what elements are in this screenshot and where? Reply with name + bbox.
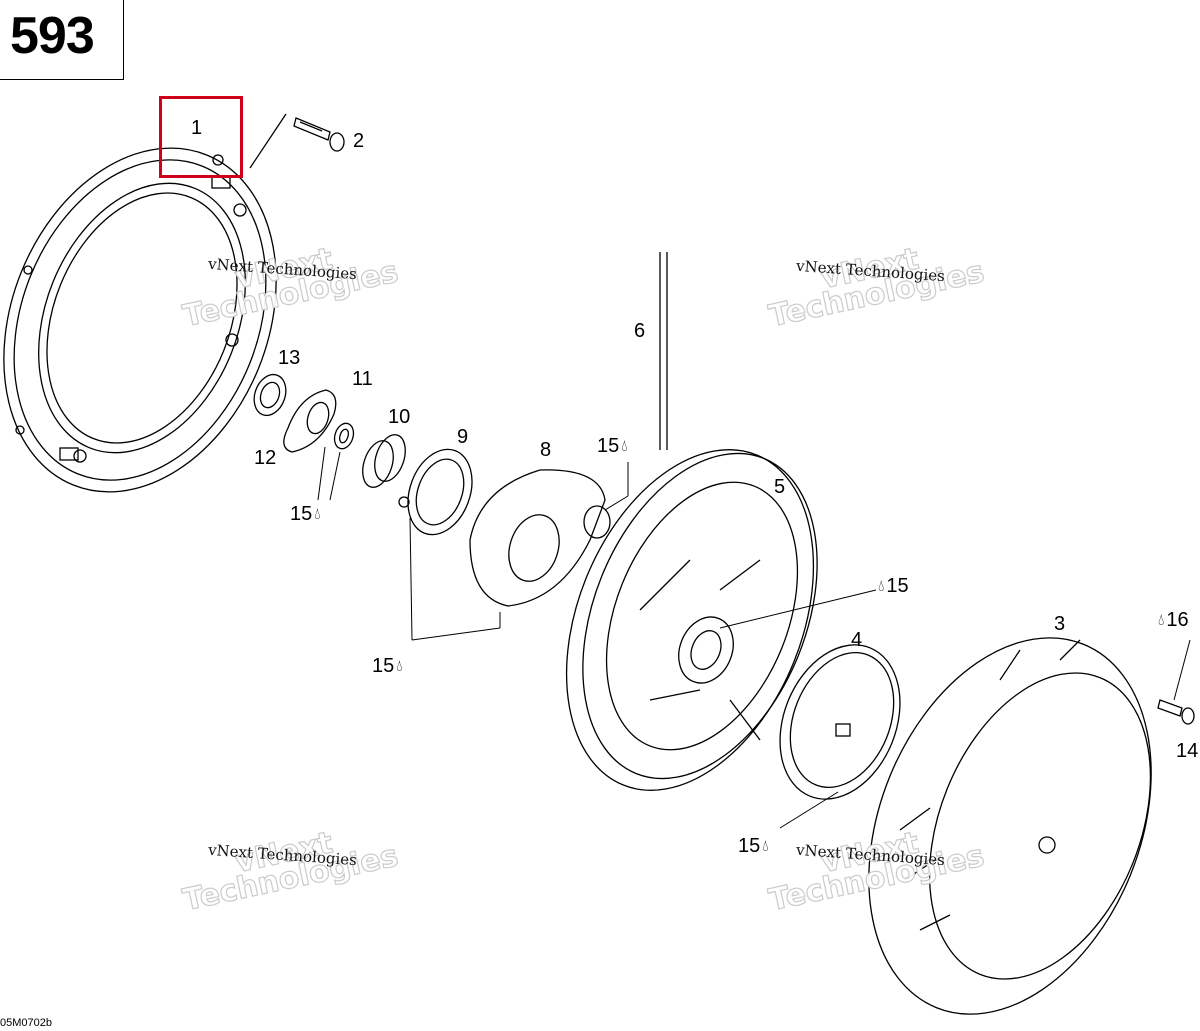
callout-14[interactable]: 14 bbox=[1176, 740, 1199, 762]
oil-drop-icon: 💧︎ bbox=[878, 577, 885, 595]
oil-drop-icon: 💧︎ bbox=[314, 505, 321, 523]
callout-16-text: 16 bbox=[1166, 609, 1189, 631]
part-6-rope bbox=[659, 252, 668, 450]
part-8-pawl bbox=[469, 469, 611, 607]
leader-lines bbox=[317, 446, 1191, 829]
callout-15-c[interactable]: 15💧︎ bbox=[372, 656, 405, 676]
callout-15-a[interactable]: 15💧︎ bbox=[290, 504, 323, 524]
oil-drop-icon: 💧︎ bbox=[396, 657, 403, 675]
part-14-bolt bbox=[1157, 699, 1195, 725]
highlight-box-part-1 bbox=[159, 96, 243, 178]
callout-1[interactable]: 1 bbox=[191, 117, 203, 139]
callout-15-b[interactable]: 15💧︎ bbox=[597, 436, 630, 456]
callout-15-d[interactable]: 💧︎15 bbox=[876, 576, 909, 596]
callout-3[interactable]: 3 bbox=[1054, 613, 1066, 635]
callout-4[interactable]: 4 bbox=[851, 629, 863, 651]
callout-6[interactable]: 6 bbox=[634, 320, 646, 342]
page-number: 593 bbox=[10, 7, 95, 65]
callout-8[interactable]: 8 bbox=[540, 439, 552, 461]
callout-5[interactable]: 5 bbox=[774, 476, 786, 498]
drawing-code: 05M0702b bbox=[0, 1017, 52, 1029]
part-5-pulley bbox=[565, 449, 818, 791]
parts-13-12-11 bbox=[253, 373, 355, 453]
part-1-housing bbox=[3, 147, 277, 493]
callout-2[interactable]: 2 bbox=[353, 130, 365, 152]
oil-drop-icon: 💧︎ bbox=[621, 437, 628, 455]
callout-15-e-text: 15 bbox=[738, 835, 761, 857]
callout-15-a-text: 15 bbox=[290, 503, 313, 525]
part-10-bushing bbox=[362, 434, 406, 488]
part-2-bolt bbox=[249, 113, 345, 169]
oil-drop-icon: 💧︎ bbox=[762, 837, 769, 855]
callout-15-d-text: 15 bbox=[886, 575, 909, 597]
callout-16[interactable]: 💧︎16 bbox=[1156, 610, 1189, 630]
page-number-box: 593 bbox=[0, 0, 124, 80]
callout-15-b-text: 15 bbox=[597, 435, 620, 457]
part-9-plate bbox=[398, 448, 473, 536]
part-3-cover bbox=[868, 637, 1152, 1015]
callout-11[interactable]: 11 bbox=[352, 368, 373, 390]
callout-12[interactable]: 12 bbox=[254, 447, 277, 469]
callout-9[interactable]: 9 bbox=[457, 426, 469, 448]
oil-drop-icon: 💧︎ bbox=[1158, 611, 1165, 629]
callout-10[interactable]: 10 bbox=[388, 406, 411, 428]
callout-13[interactable]: 13 bbox=[278, 347, 301, 369]
callout-15-c-text: 15 bbox=[372, 655, 395, 677]
callout-15-e[interactable]: 15💧︎ bbox=[738, 836, 771, 856]
part-4-spring bbox=[779, 644, 901, 800]
